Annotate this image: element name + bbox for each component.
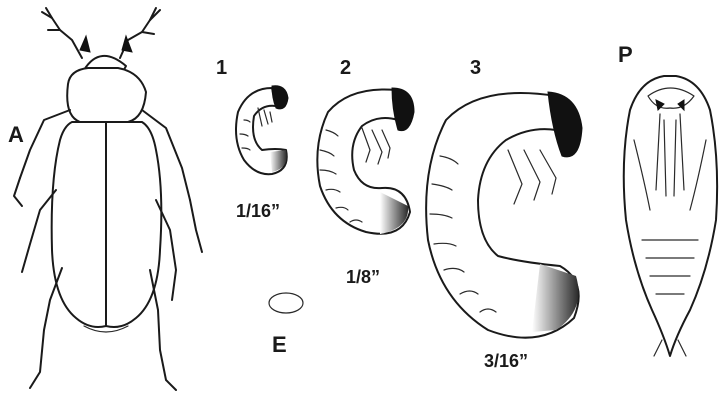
larva-instar-2-drawing bbox=[317, 88, 414, 234]
adult-beetle-drawing bbox=[14, 8, 202, 390]
instar-2-size: 1/8” bbox=[346, 268, 380, 286]
instar-3-size: 3/16” bbox=[484, 352, 528, 370]
instar-1-label: 1 bbox=[216, 58, 227, 78]
pupa-drawing bbox=[624, 76, 717, 356]
larva-instar-3-drawing bbox=[426, 92, 582, 338]
instar-2-label: 2 bbox=[340, 58, 351, 78]
egg-drawing bbox=[269, 293, 303, 313]
instar-3-label: 3 bbox=[470, 58, 481, 78]
larva-instar-1-drawing bbox=[236, 86, 288, 174]
pupa-label: P bbox=[618, 44, 633, 66]
adult-label: A bbox=[8, 124, 24, 146]
egg-label: E bbox=[272, 334, 287, 356]
instar-1-size: 1/16” bbox=[236, 202, 280, 220]
